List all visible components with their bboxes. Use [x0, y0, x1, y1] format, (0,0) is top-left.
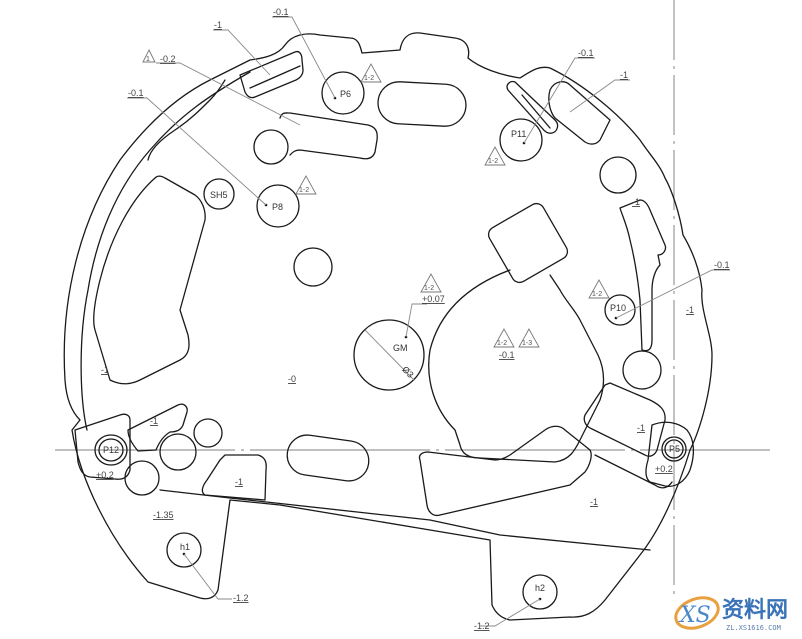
watermark-logo: XS [678, 603, 711, 628]
lower-right-block [418, 425, 592, 517]
label-gm: GM [393, 343, 408, 353]
tol-p10-pocket: -1 [632, 197, 640, 207]
lower-divider [159, 489, 651, 551]
label-diameter: Ø3 [400, 364, 416, 380]
lower-left-step [201, 454, 267, 501]
tol-p8: -0.1 [128, 88, 144, 98]
tol-p6: -0.1 [273, 7, 289, 17]
tol-top-slot: -1 [214, 20, 222, 30]
tol-right-lower: -1 [637, 423, 645, 433]
top-slot-inner [249, 65, 301, 89]
p11-slot-inner [521, 94, 551, 129]
right-upper-hole [599, 156, 637, 194]
mid-hole [293, 247, 333, 287]
lower-divider-2 [594, 454, 673, 489]
top-oblong-slot [377, 81, 467, 127]
tol-p11: -0.1 [578, 48, 594, 58]
hole-p12-outer [94, 434, 128, 466]
upper-left-inner-edge [147, 79, 226, 161]
hole-near-p12-a [159, 433, 197, 471]
tol-135: -1.35 [153, 510, 174, 520]
label-p8: P8 [272, 202, 283, 212]
label-p10: P10 [610, 303, 626, 313]
hole-p10 [604, 294, 636, 326]
arm-slot [279, 112, 378, 160]
rev-mark-gm: 1-2 [424, 285, 434, 292]
rev-mark-center-b: 1-3 [522, 340, 532, 347]
label-h1: h1 [180, 542, 190, 552]
hole-p12-inner [98, 438, 124, 462]
tol-right-edge: -1 [686, 305, 694, 315]
hole-p8 [256, 184, 300, 228]
tol-right-arm: -1 [620, 70, 628, 80]
label-p11: P11 [511, 129, 526, 139]
leader-lines [127, 16, 730, 627]
p12-adjacent-pocket [127, 403, 188, 452]
tol-lower-right: -1 [590, 497, 598, 507]
rev-mark-p11: 1-2 [488, 158, 498, 165]
hole-p11 [499, 118, 543, 162]
top-slot [239, 50, 304, 99]
hole-near-p12-b [193, 418, 223, 448]
revision-triangles: 1 1-2 1-2 1-2 1-2 1-2 1-3 1-2 [142, 48, 610, 348]
right-lower-hole [622, 350, 662, 390]
label-h2: h2 [535, 583, 545, 593]
tol-gm: +0.07 [422, 294, 445, 304]
rev-mark-p6: 1-2 [364, 75, 374, 82]
tol-center: -0.1 [499, 350, 515, 360]
hole-p5-outer [661, 436, 687, 462]
bottom-oblong-slot [286, 434, 370, 482]
p11-slot [506, 80, 559, 134]
tol-p10: -0.1 [714, 260, 730, 270]
tol-zero: -0 [288, 374, 296, 384]
part-outer-outline [63, 32, 713, 621]
p5-boss [645, 421, 695, 488]
p10-curved-pocket [619, 199, 667, 352]
tol-left-pocket: -1 [101, 365, 109, 375]
tol-p12-pocket: -1 [150, 416, 158, 426]
tol-h1: -1.2 [233, 593, 249, 603]
tol-lower-step: -1 [235, 477, 243, 487]
label-sh5: SH5 [210, 190, 228, 200]
hole-gm [353, 319, 425, 391]
tol-p5: +0.2 [655, 464, 673, 474]
hole-sh5 [203, 178, 235, 210]
arm-slot-hole [253, 129, 289, 165]
watermark-title: 资料网 [722, 598, 788, 623]
hole-near-p12-c [124, 460, 160, 496]
central-cutout [428, 269, 605, 463]
hole-h2 [522, 574, 558, 610]
rev-mark-p10: 1-2 [592, 291, 602, 298]
right-lower-pocket [583, 382, 666, 457]
hole-p6 [321, 71, 365, 115]
label-p5: P5 [669, 444, 680, 454]
rev-mark-p8: 1-2 [299, 187, 309, 194]
square-pocket [487, 202, 569, 284]
watermark: XS 资料网 ZL.XS1616.COM [674, 596, 788, 632]
label-p6: P6 [340, 89, 351, 99]
rev-mark-1: 1 [146, 56, 150, 63]
tol-p12: +0.2 [96, 470, 114, 480]
hole-h1 [166, 532, 202, 568]
left-inner-band [80, 71, 251, 431]
watermark-url: ZL.XS1616.COM [726, 624, 781, 632]
hole-p5-inner [664, 439, 684, 459]
rev-mark-center-a: 1-2 [497, 340, 507, 347]
label-p12: P12 [103, 445, 119, 455]
right-arm-pocket [548, 81, 611, 145]
tol-arm-slot: -0.2 [160, 54, 176, 64]
tol-h2: -1.2 [474, 621, 490, 631]
left-pocket [93, 175, 206, 385]
